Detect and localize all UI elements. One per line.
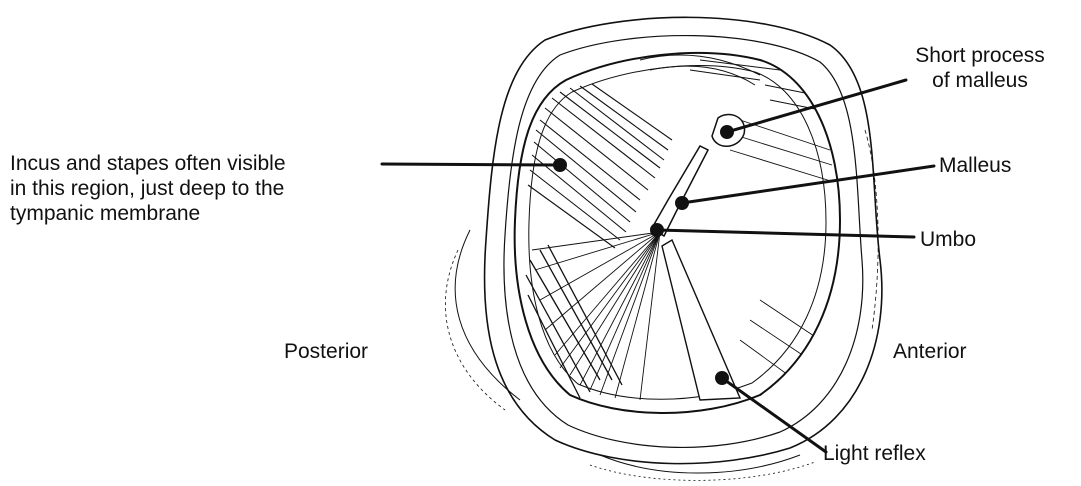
umbo-label: Umbo <box>920 227 976 252</box>
short-process-label: Short process of malleus <box>900 43 1060 93</box>
incus-stapes-label-line-3: tympanic membrane <box>10 201 286 226</box>
leader-lines <box>382 80 934 452</box>
light-reflex-leader <box>722 378 826 452</box>
umbo-leader <box>657 230 914 237</box>
incus-leader <box>382 164 560 165</box>
posterior-label: Posterior <box>284 339 368 364</box>
short-process-label-line-2: of malleus <box>900 68 1060 93</box>
incus-stapes-label-line-1: Incus and stapes often visible <box>10 151 286 176</box>
malleus-label: Malleus <box>939 153 1011 178</box>
short-process-leader <box>727 80 906 132</box>
incus-stapes-label-line-2: in this region, just deep to the <box>10 176 286 201</box>
malleus-leader <box>682 166 934 203</box>
anterior-label: Anterior <box>893 339 967 364</box>
light-reflex-label: Light reflex <box>823 441 926 466</box>
short-process-label-line-1: Short process <box>900 43 1060 68</box>
incus-stapes-label: Incus and stapes often visible in this r… <box>10 151 286 226</box>
